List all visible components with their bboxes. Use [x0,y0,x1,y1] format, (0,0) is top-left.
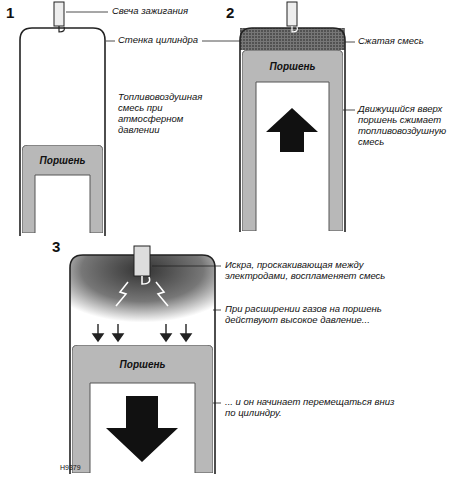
pressure-arrows [93,324,191,341]
cylinder-wall [20,28,105,236]
cylinder-wall [240,28,345,232]
spark-plug [134,246,150,284]
panel-number: 3 [52,238,72,255]
piston-label: Поршень [22,155,103,166]
piston-label: Поршень [72,359,213,370]
piston: Поршень [242,50,343,231]
callout-text: При расширении газов на поршень действую… [225,304,405,326]
piston: Поршень [22,145,103,233]
spark-plug [54,2,64,32]
panel-number: 2 [226,4,246,21]
callout-text: Стенка цилиндра [118,35,228,46]
piston: Поршень [72,345,213,473]
piston-shape [242,50,343,231]
panel-number: 1 [6,4,26,21]
up-arrow [266,108,318,152]
spark-plug [287,2,297,32]
callout-text: ... и он начинает перемещаться вниз по ц… [225,397,400,419]
leader-line [66,12,355,403]
callout-text: Сжатая смесь [358,36,458,47]
spark [116,282,168,306]
callout-text: Топливовоздушная смесь при атмосферном д… [118,92,218,136]
callout-text: Искра, проскакивающая между электродами,… [225,260,415,282]
cylinder-wall [70,255,215,474]
figure-code: H9379 [60,464,100,472]
callout-text: Свеча зажигания [112,6,232,17]
piston-label: Поршень [242,61,343,72]
callout-text: Движущийся вверх поршень сжимает топливо… [358,104,458,148]
down-arrow [106,396,178,462]
